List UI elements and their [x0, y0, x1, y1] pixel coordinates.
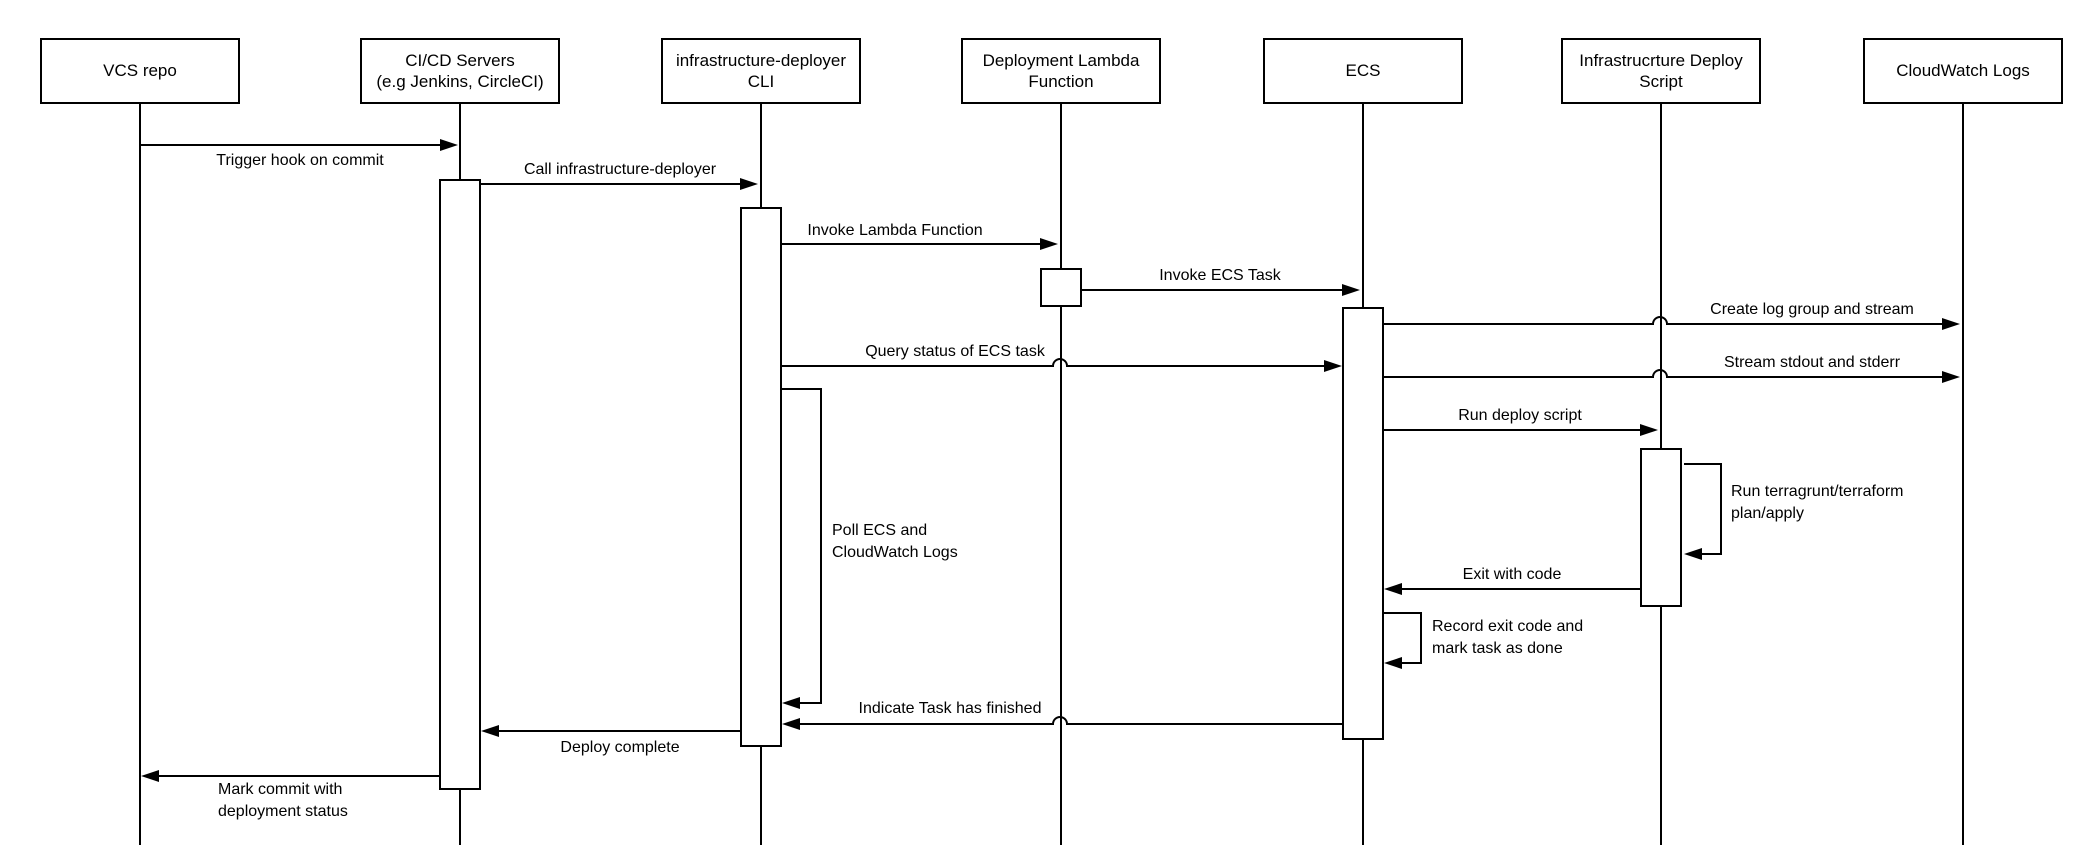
- message-label-run-deploy-script: Run deploy script: [1458, 407, 1582, 424]
- message-line-run-deploy-script: [1384, 429, 1640, 431]
- participant-cicd-servers-label: CI/CD Servers (e.g Jenkins, CircleCI): [376, 50, 544, 91]
- arrowhead-call-deployer: [740, 178, 758, 190]
- selfloop-terragrunt-top: [1684, 463, 1722, 465]
- message-label-create-log-group: Create log group and stream: [1710, 301, 1914, 318]
- participant-cloudwatch-logs: CloudWatch Logs: [1863, 38, 2063, 104]
- activation-deploy-script: [1640, 448, 1682, 607]
- message-line-create-log-group-a: [1384, 323, 1652, 325]
- arrowhead-mark-commit: [141, 770, 159, 782]
- line-hop-indicate-finished: [1052, 716, 1068, 725]
- message-label-exit-with-code: Exit with code: [1462, 566, 1562, 583]
- arrowhead-trigger-hook: [440, 139, 458, 151]
- participant-infrastructure-deployer-cli: infrastructure-deployer CLI: [661, 38, 861, 104]
- lifeline-cloudwatch: [1962, 104, 1964, 845]
- arrowhead-create-log-group: [1942, 318, 1960, 330]
- selfloop-record-exit-side: [1420, 612, 1422, 664]
- message-line-deploy-complete: [499, 730, 740, 732]
- selfloop-poll-top: [782, 388, 822, 390]
- message-label-call-deployer: Call infrastructure-deployer: [523, 161, 717, 178]
- arrowhead-invoke-ecs-task: [1342, 284, 1360, 296]
- message-label-deploy-complete: Deploy complete: [560, 739, 680, 756]
- participant-ecs: ECS: [1263, 38, 1463, 104]
- participant-deployment-lambda-label: Deployment Lambda Function: [982, 50, 1140, 91]
- arrowhead-stream-stdout: [1942, 371, 1960, 383]
- message-label-invoke-ecs-task: Invoke ECS Task: [1159, 267, 1281, 284]
- message-label-query-status: Query status of ECS task: [865, 343, 1045, 360]
- arrowhead-run-deploy-script: [1640, 424, 1658, 436]
- arrowhead-exit-with-code: [1384, 583, 1402, 595]
- message-line-call-deployer: [481, 183, 740, 185]
- activation-cicd: [439, 179, 481, 790]
- arrowhead-invoke-lambda: [1040, 238, 1058, 250]
- message-line-indicate-finished-b: [1068, 723, 1342, 725]
- arrowhead-poll: [782, 697, 800, 709]
- selfloop-record-exit-top: [1384, 612, 1422, 614]
- line-hop-create-log-group: [1652, 316, 1668, 325]
- participant-infrastructure-deploy-script-label: Infrastrucrture Deploy Script: [1579, 50, 1743, 91]
- activation-cli: [740, 207, 782, 747]
- participant-deployment-lambda: Deployment Lambda Function: [961, 38, 1161, 104]
- participant-cloudwatch-logs-label: CloudWatch Logs: [1896, 61, 2030, 81]
- participant-ecs-label: ECS: [1345, 61, 1381, 81]
- arrowhead-terragrunt: [1684, 548, 1702, 560]
- arrowhead-indicate-finished: [782, 718, 800, 730]
- arrowhead-deploy-complete: [481, 725, 499, 737]
- activation-lambda: [1040, 268, 1082, 307]
- message-line-exit-with-code: [1402, 588, 1640, 590]
- message-line-invoke-ecs-task: [1082, 289, 1342, 291]
- message-line-invoke-lambda: [782, 243, 1040, 245]
- message-line-stream-stdout-a: [1384, 376, 1652, 378]
- participant-cicd-servers: CI/CD Servers (e.g Jenkins, CircleCI): [360, 38, 560, 104]
- message-label-poll: Poll ECS and CloudWatch Logs: [832, 522, 958, 561]
- message-label-record-exit: Record exit code and mark task as done: [1432, 618, 1584, 657]
- selfloop-poll-bottom: [800, 702, 822, 704]
- line-hop-query-status: [1052, 358, 1068, 367]
- participant-vcs-repo: VCS repo: [40, 38, 240, 104]
- message-line-trigger-hook: [141, 144, 440, 146]
- message-label-trigger-hook: Trigger hook on commit: [216, 152, 384, 169]
- message-line-create-log-group-b: [1668, 323, 1942, 325]
- arrowhead-record-exit: [1384, 657, 1402, 669]
- message-line-query-status-b: [1068, 365, 1324, 367]
- participant-infrastructure-deploy-script: Infrastrucrture Deploy Script: [1561, 38, 1761, 104]
- message-line-mark-commit: [159, 775, 439, 777]
- lifeline-lambda: [1060, 104, 1062, 845]
- message-line-query-status-a: [782, 365, 1052, 367]
- activation-ecs: [1342, 307, 1384, 740]
- participant-infrastructure-deployer-cli-label: infrastructure-deployer CLI: [675, 50, 847, 91]
- message-label-stream-stdout: Stream stdout and stderr: [1723, 354, 1901, 371]
- selfloop-record-exit-bottom: [1402, 662, 1422, 664]
- message-label-invoke-lambda: Invoke Lambda Function: [807, 222, 983, 239]
- line-hop-stream-stdout: [1652, 369, 1668, 378]
- arrowhead-query-status: [1324, 360, 1342, 372]
- message-label-terragrunt: Run terragrunt/terraform plan/apply: [1731, 483, 1904, 522]
- message-line-indicate-finished-a: [800, 723, 1052, 725]
- message-line-stream-stdout-b: [1668, 376, 1942, 378]
- message-label-indicate-finished: Indicate Task has finished: [858, 700, 1042, 717]
- participant-vcs-repo-label: VCS repo: [103, 61, 177, 81]
- message-label-mark-commit: Mark commit with deployment status: [218, 781, 348, 820]
- selfloop-poll-side: [820, 388, 822, 704]
- selfloop-terragrunt-side: [1720, 463, 1722, 555]
- lifeline-vcs: [139, 104, 141, 845]
- selfloop-terragrunt-bottom: [1702, 553, 1722, 555]
